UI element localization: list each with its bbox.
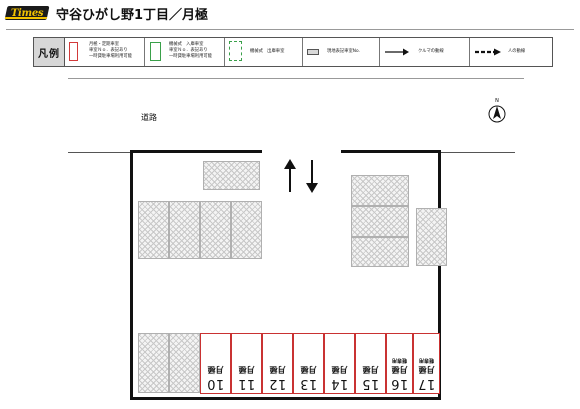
hatched-area — [138, 201, 169, 259]
stall-number: 13 — [299, 376, 318, 391]
legend-stall-number-text: 現地表記車室No. — [327, 49, 360, 54]
street-line-left — [68, 152, 132, 153]
stall-type: 月極 — [331, 365, 348, 374]
stall-type: 月極 — [300, 365, 317, 374]
legend-mech-in-line3: 一時貸駐車場利用可能 — [169, 54, 212, 59]
page-title: 守谷ひがし野1丁目／月極 — [56, 8, 209, 23]
legend-stall-number-swatch — [307, 49, 319, 55]
legend-divider — [302, 38, 303, 66]
logo-text: Times — [10, 7, 44, 19]
parking-stall-14[interactable]: 14 月極 — [324, 333, 355, 394]
car-flow-arrow-icon — [385, 48, 409, 56]
stall-type: 月極 — [418, 365, 435, 374]
stall-size: 軽専用 — [392, 357, 408, 363]
hatched-area — [169, 333, 200, 393]
walk-flow-arrow-icon — [475, 48, 501, 56]
lot-wall-left — [130, 150, 133, 400]
parking-stall-17[interactable]: 17 月極 軽専用 — [413, 333, 440, 394]
hatched-area — [351, 237, 409, 267]
legend-panel: 凡例 月極・定期車室 車室Ｎｏ．表記あり 一時貸駐車場利用可能 機械式 入庫車室… — [33, 37, 553, 67]
lot-wall-bottom — [130, 397, 441, 400]
legend-divider — [379, 38, 380, 66]
road-label: 道路 — [141, 113, 157, 122]
stall-type: 月極 — [207, 365, 224, 374]
entrance-flow-arrows-icon — [284, 159, 318, 193]
legend-mech-in-line2: 車室Ｎｏ．表記あり — [169, 48, 208, 53]
legend-mech-in-swatch — [150, 42, 161, 61]
lot-wall-top-right — [341, 150, 441, 153]
legend-divider — [144, 38, 145, 66]
hatched-area — [200, 201, 231, 259]
legend-monthly-line3: 一時貸駐車場利用可能 — [89, 54, 132, 59]
legend-divider — [224, 38, 225, 66]
lot-wall-right — [438, 150, 441, 400]
parking-stall-11[interactable]: 11 月極 — [231, 333, 262, 394]
legend-car-flow-text: クルマの動線 — [418, 49, 444, 54]
lot-wall-top-left — [130, 150, 262, 153]
legend-mech-in-line1: 機械式 入庫車室 — [169, 42, 204, 47]
stall-type: 月極 — [362, 365, 379, 374]
hatched-area — [351, 206, 409, 237]
hatched-area — [203, 161, 260, 190]
legend-monthly-line2: 車室Ｎｏ．表記あり — [89, 48, 128, 53]
legend-mech-in-text: 機械式 入庫車室 車室Ｎｏ．表記あり 一時貸駐車場利用可能 — [169, 42, 212, 60]
parking-stall-12[interactable]: 12 月極 — [262, 333, 293, 394]
stall-number: 10 — [206, 376, 225, 391]
legend-monthly-swatch — [69, 42, 78, 61]
legend-mech-out-swatch — [229, 41, 242, 61]
parking-stall-13[interactable]: 13 月極 — [293, 333, 324, 394]
stall-type: 月極 — [391, 365, 408, 374]
legend-walk-flow-text: 人の動線 — [508, 49, 526, 54]
stall-number: 11 — [237, 376, 256, 391]
stall-type: 月極 — [238, 365, 255, 374]
stall-number: 16 — [390, 376, 409, 391]
parking-stall-16[interactable]: 16 月極 軽専用 — [386, 333, 413, 394]
stall-type: 月極 — [269, 365, 286, 374]
stall-number: 17 — [417, 376, 436, 391]
title-divider — [6, 29, 574, 30]
legend-label: 凡例 — [34, 38, 65, 66]
hatched-area — [169, 201, 200, 259]
legend-monthly-line1: 月極・定期車室 — [89, 42, 120, 47]
legend-mech-out-text: 機械式 出庫車室 — [250, 49, 285, 54]
parking-stall-10[interactable]: 10 月極 — [200, 333, 231, 394]
hatched-area — [138, 333, 169, 393]
stall-number: 12 — [268, 376, 287, 391]
road-edge-line — [68, 78, 524, 79]
hatched-area — [416, 208, 447, 266]
north-label: N — [495, 98, 499, 104]
times-logo: Times — [4, 6, 50, 20]
stall-number: 14 — [330, 376, 349, 391]
legend-monthly-text: 月極・定期車室 車室Ｎｏ．表記あり 一時貸駐車場利用可能 — [89, 42, 132, 60]
stall-number: 15 — [361, 376, 380, 391]
legend-divider — [469, 38, 470, 66]
north-arrow-icon: N — [488, 98, 506, 123]
hatched-area — [231, 201, 262, 259]
stall-size: 軽専用 — [419, 357, 435, 363]
hatched-area — [351, 175, 409, 206]
street-line-right — [440, 152, 515, 153]
parking-stall-15[interactable]: 15 月極 — [355, 333, 386, 394]
